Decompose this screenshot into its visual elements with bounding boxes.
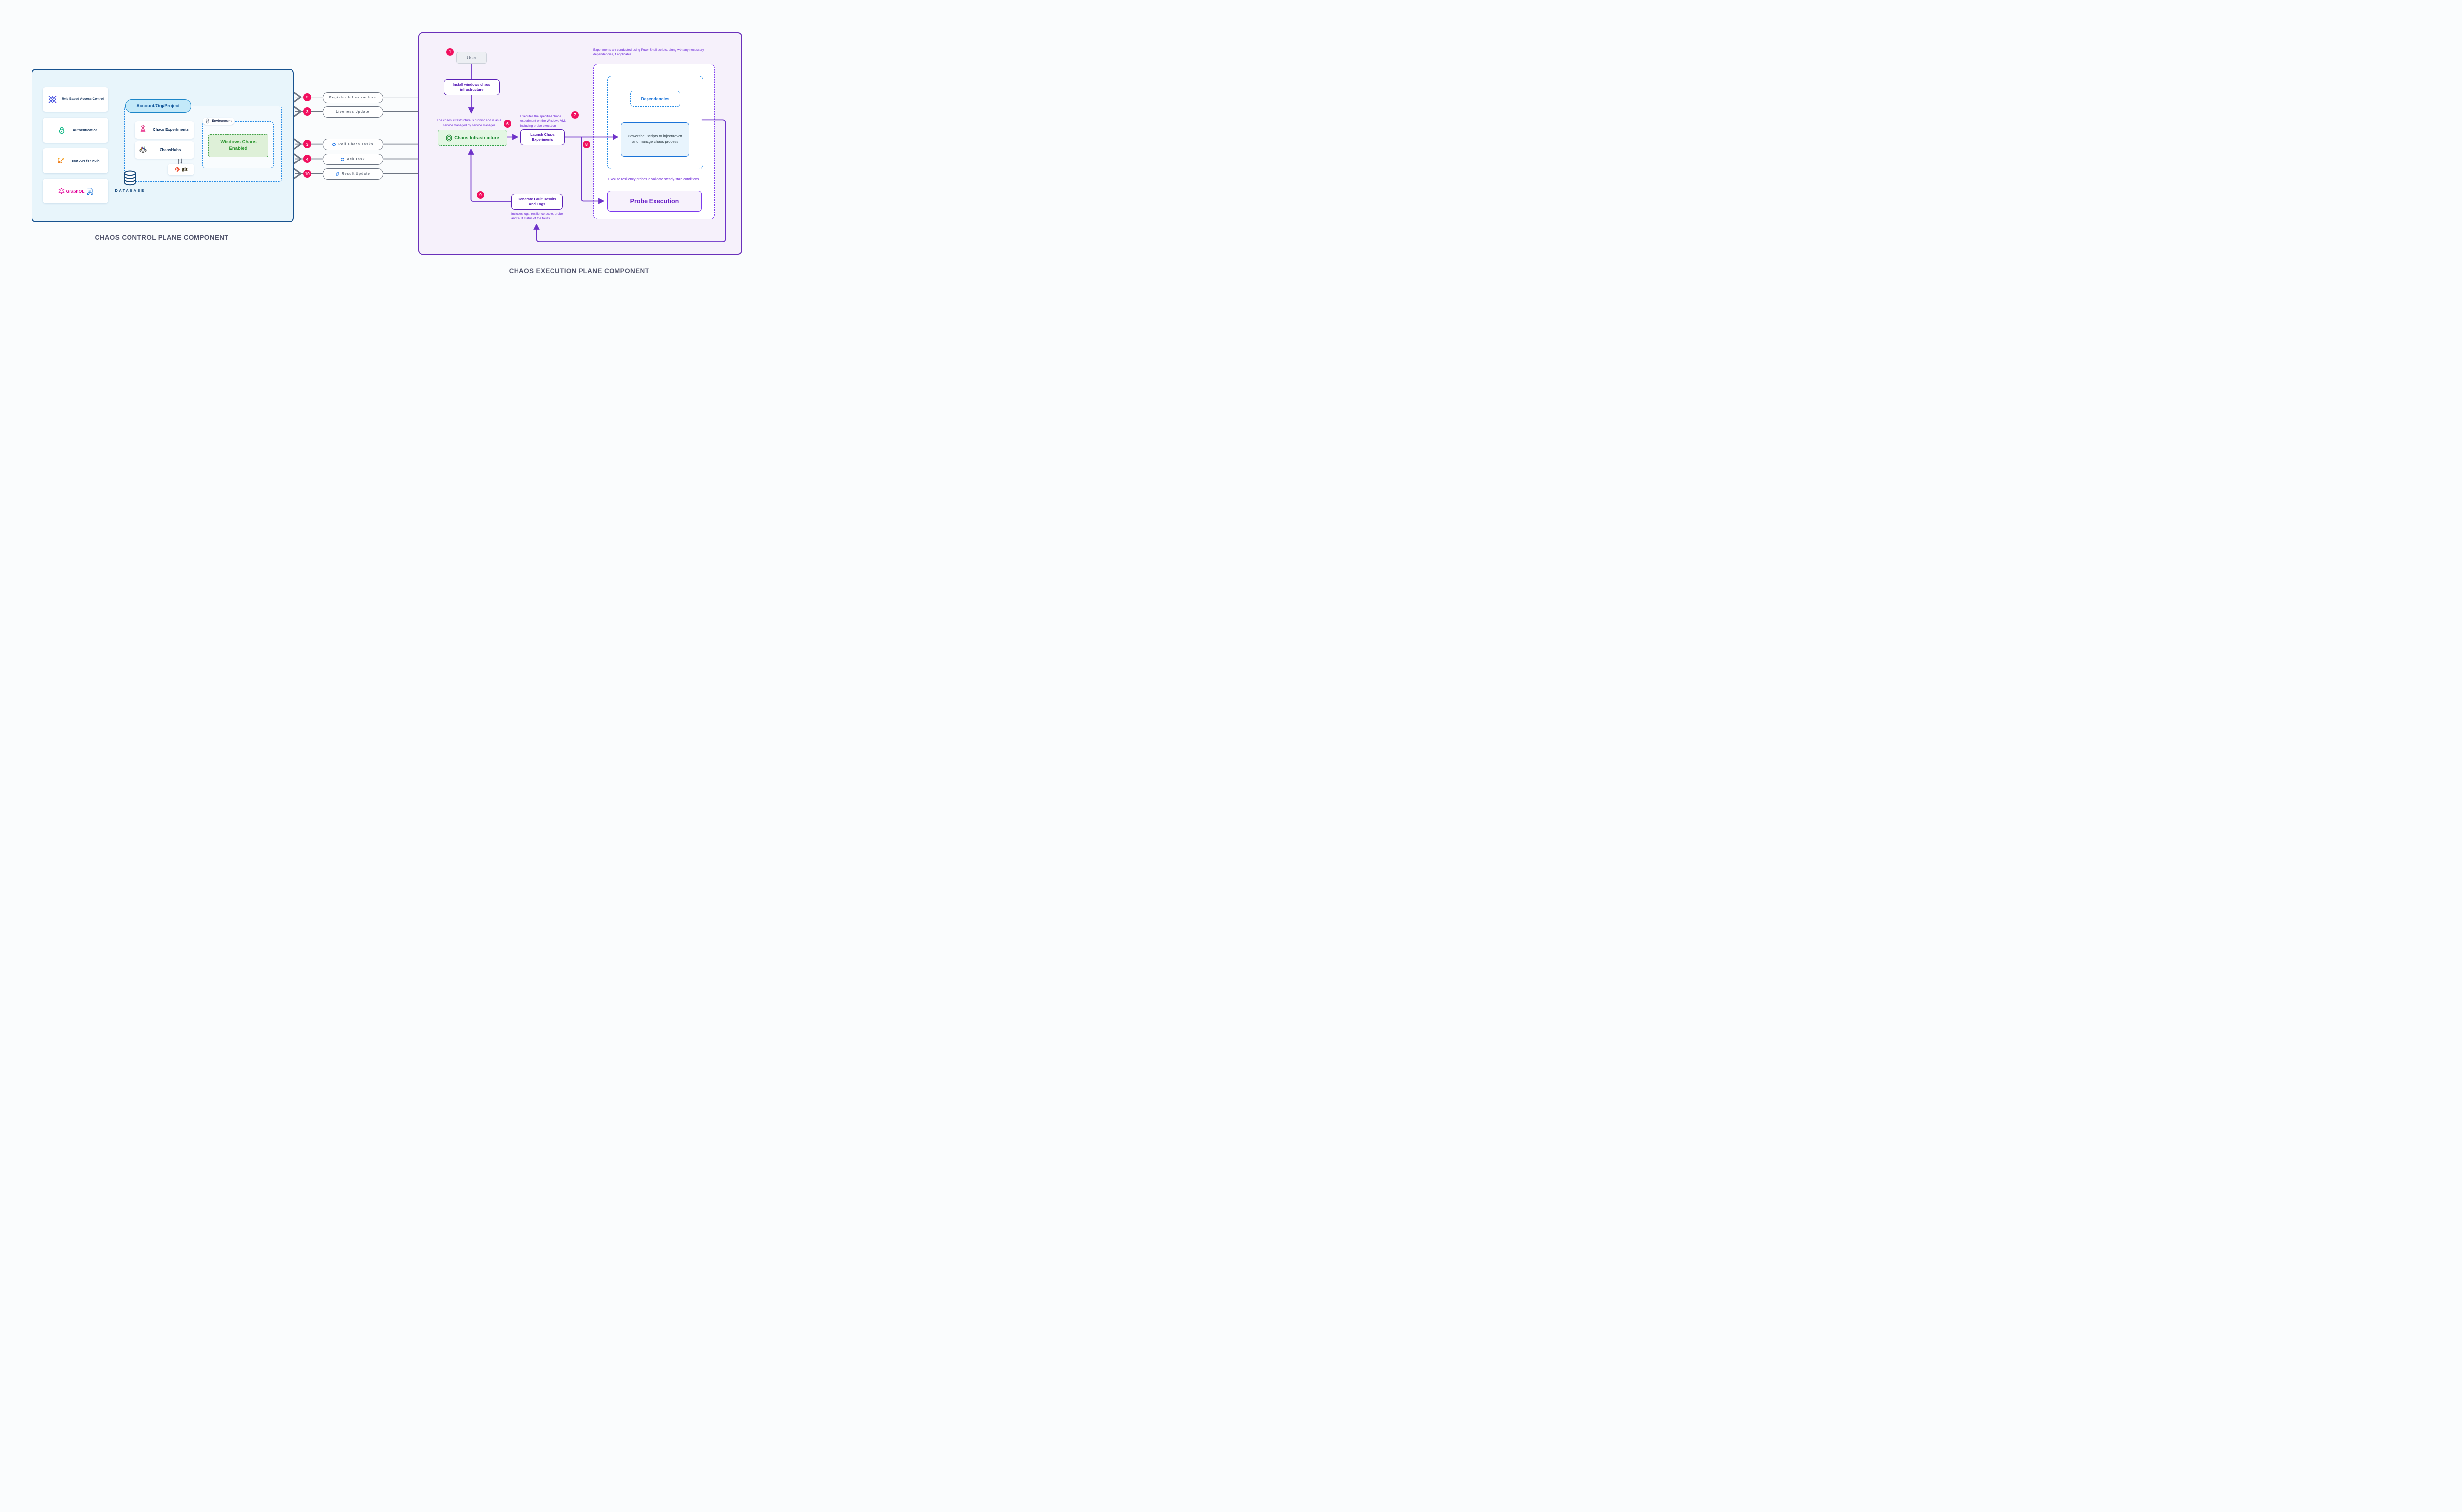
flask-icon [140,125,146,133]
connector-badge-4: 4 [303,155,312,163]
note-includes-logs: Includes logs, resilience score, probe a… [511,212,563,221]
card-git: git [167,164,194,175]
probe-execution-label: Probe Execution [630,197,679,205]
chaoshubs-rack-icon [139,145,147,154]
card-rest-api-label: Rest API for Auth [70,159,100,163]
generate-fault-results-box: Generate Fault Results And Logs [511,194,563,210]
note-resiliency-probes: Execute resiliency probes to validate st… [608,177,699,181]
chaos-experiments-label: Chaos Experiments [153,128,189,132]
rbac-icon [48,95,57,104]
connector-pill-result-update: Result Update [323,168,383,180]
card-chaos-experiments: Chaos Experiments [134,121,194,139]
note-powershell-scripts: Experiments are conducted using PowerShe… [593,48,704,57]
hexagons-icon [205,118,210,124]
card-chaoshubs: ChaosHubs [134,141,194,159]
install-windows-chaos-label: Install windows chaos infrastructure [453,82,490,92]
step-badge-6: 6 [503,120,512,128]
connector-label: Ack Task [347,158,365,161]
step-badge-7: 7 [571,111,579,119]
connector-pill-register-infrastructure: Register Infrastructure [323,92,383,103]
api-document-icon: API [86,187,93,195]
architecture-diagram: Role Based Access Control Authentication [0,0,772,308]
git-sync-arrows-icon [176,158,184,164]
connector-badge-3: 3 [303,140,312,148]
card-rest-api: Rest API for Auth [43,148,108,173]
dependencies-label: Dependencies [641,96,670,101]
card-graphql-label: GraphQL [66,189,85,193]
launch-chaos-experiments-box: Launch Chaos Experiments [520,129,565,145]
connector-label: Liveness Update [336,110,370,114]
note-executes-experiment: Executes the specified chaos experiment … [520,114,566,128]
windows-chaos-enabled-label: Windows Chaos Enabled [220,139,257,151]
card-authentication: Authentication [43,118,108,143]
environment-label: Environment [212,119,232,123]
sync-icon [335,172,340,176]
connector-pill-ack-task: Ack Task [323,154,383,165]
dependencies-box: Dependencies [630,91,680,107]
chaoshubs-label: ChaosHubs [159,147,181,152]
connector-label: Result Update [341,172,370,176]
git-icon [174,166,180,172]
powershell-scripts-label: Powershell scripts to inject/revert and … [628,134,682,144]
connector-pill-poll-chaos-tasks: Poll Chaos Tasks [323,139,383,151]
install-windows-chaos-box: Install windows chaos infrastructure [444,79,500,95]
graphql-icon [58,188,65,194]
connector-pill-liveness-update: Liveness Update [323,106,383,118]
open-lock-icon [58,126,65,134]
card-rbac: Role Based Access Control [43,87,108,112]
api-doc-text: API [87,192,92,194]
generate-fault-results-label: Generate Fault Results And Logs [518,197,556,206]
powershell-scripts-box: Powershell scripts to inject/revert and … [621,122,689,157]
connector-badge-5: 10 [303,169,312,178]
chaos-infrastructure-label: Chaos Infrastructure [454,135,499,140]
step-badge-1: 1 [446,48,454,56]
connector-label: Poll Chaos Tasks [338,143,374,147]
database-label: DATABASE [115,188,145,193]
card-rbac-label: Role Based Access Control [62,97,104,101]
chaos-infrastructure-hexagon-icon [446,134,452,142]
environment-label-box: Environment [203,117,234,125]
sync-icon [340,157,345,161]
chaos-control-plane-title: CHAOS CONTROL PLANE COMPONENT [95,233,229,241]
note-infrastructure-running: The chaos infrastructure is running and … [436,119,502,127]
user-box: User [456,52,487,64]
chaos-execution-plane-title: CHAOS EXECUTION PLANE COMPONENT [509,267,649,275]
card-graphql: GraphQL API [43,179,108,203]
windows-chaos-enabled-box: Windows Chaos Enabled [208,134,268,157]
connector-badge-1: 2 [303,93,312,101]
sync-icon [332,142,336,147]
card-authentication-label: Authentication [72,128,98,132]
chaos-infrastructure-box: Chaos Infrastructure [438,130,507,146]
connector-badge-2: 3 [303,107,312,116]
user-label: User [466,55,477,61]
account-org-project-pill: Account/Org/Project [125,99,191,113]
database-icon [123,170,137,186]
probe-execution-box: Probe Execution [607,191,702,212]
account-org-project-label: Account/Org/Project [136,103,180,109]
launch-chaos-experiments-label: Launch Chaos Experiments [530,132,555,142]
git-label: git [181,166,188,172]
api-share-icon [57,157,65,164]
step-badge-9: 9 [476,191,485,199]
connector-label: Register Infrastructure [329,96,376,99]
